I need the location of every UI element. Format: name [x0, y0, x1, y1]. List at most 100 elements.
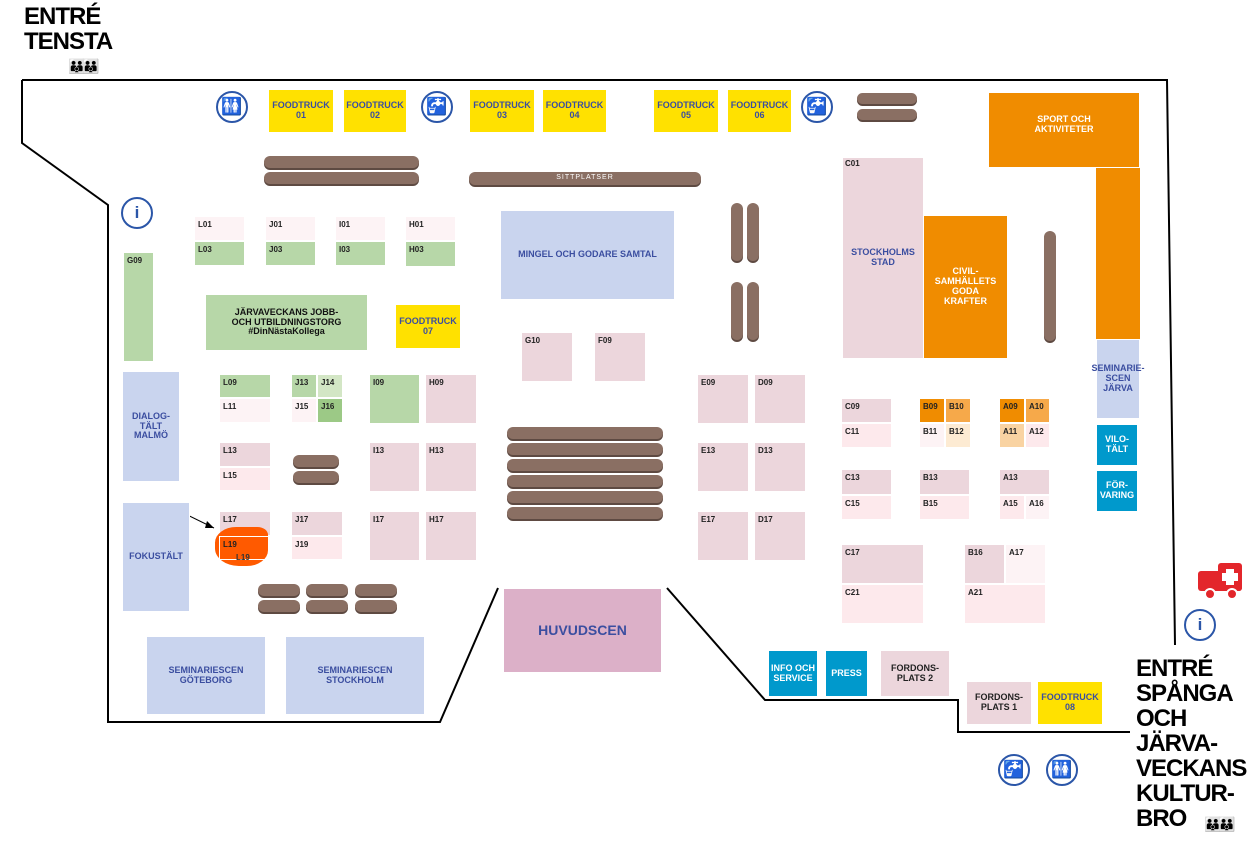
booth-l11[interactable]: L11	[219, 398, 271, 423]
booth-d17[interactable]: D17	[754, 511, 806, 561]
area-civil[interactable]: CIVIL- SAMHÄLLETS GODA KRAFTER	[923, 215, 1008, 359]
bench	[355, 584, 397, 596]
area-forvaring[interactable]: FÖR- VARING	[1096, 470, 1138, 512]
booth-d13[interactable]: D13	[754, 442, 806, 492]
area-jobbtorg[interactable]: JÄRVAVECKANS JOBB- OCH UTBILDNINGSTORG #…	[205, 294, 368, 351]
booth-b12[interactable]: B12	[945, 423, 971, 448]
bench	[507, 459, 663, 471]
booth-c21[interactable]: C21	[841, 584, 924, 624]
area-sport[interactable]: SPORT OCH AKTIVITETER	[988, 92, 1140, 168]
booth-a17[interactable]: A17	[1005, 544, 1046, 584]
bench	[857, 109, 917, 120]
bench	[747, 203, 759, 261]
area-ford1[interactable]: FORDONS- PLATS 1	[966, 681, 1032, 725]
booth-b15[interactable]: B15	[919, 495, 970, 520]
booth-j03[interactable]: J03	[265, 241, 316, 266]
booth-l03[interactable]: L03	[194, 241, 245, 266]
booth-e17[interactable]: E17	[697, 511, 749, 561]
booth-b10[interactable]: B10	[945, 398, 971, 423]
booth-h09[interactable]: H09	[425, 374, 477, 424]
bench	[258, 600, 300, 612]
booth-a13[interactable]: A13	[999, 469, 1050, 495]
bench	[355, 600, 397, 612]
water-tap-icon: 🚰	[998, 754, 1030, 786]
booth-b13[interactable]: B13	[919, 469, 970, 495]
booth-c15[interactable]: C15	[841, 495, 892, 520]
booth-a10[interactable]: A10	[1025, 398, 1050, 423]
booth-b11[interactable]: B11	[919, 423, 945, 448]
booth-c17[interactable]: C17	[841, 544, 924, 584]
booth-i13[interactable]: I13	[369, 442, 420, 492]
area-ford2[interactable]: FORDONS- PLATS 2	[880, 650, 950, 697]
booth-e09[interactable]: E09	[697, 374, 749, 424]
booth-a11[interactable]: A11	[999, 423, 1025, 448]
booth-l19[interactable]: L19	[219, 536, 271, 560]
area-ft07[interactable]: FOODTRUCK 07	[395, 304, 461, 349]
area-info[interactable]: INFO OCH SERVICE	[768, 650, 818, 697]
booth-g10[interactable]: G10	[521, 332, 573, 382]
booth-l09[interactable]: L09	[219, 374, 271, 398]
booth-h17[interactable]: H17	[425, 511, 477, 561]
booth-l15[interactable]: L15	[219, 467, 271, 491]
booth-c01[interactable]: C01	[845, 159, 860, 168]
booth-c11[interactable]: C11	[841, 423, 892, 448]
booth-b09[interactable]: B09	[919, 398, 945, 423]
area-huvudscen[interactable]: HUVUDSCEN	[503, 588, 662, 673]
bench	[264, 156, 419, 168]
booth-a21[interactable]: A21	[964, 584, 1046, 624]
area-ft06[interactable]: FOODTRUCK 06	[727, 89, 792, 133]
booth-i03[interactable]: I03	[335, 241, 386, 266]
area-vilo[interactable]: VILO- TÄLT	[1096, 424, 1138, 466]
booth-j15[interactable]: J15	[291, 398, 317, 423]
bench	[507, 427, 663, 439]
info-icon: i	[121, 197, 153, 229]
area-press[interactable]: PRESS	[825, 650, 868, 697]
booth-l01[interactable]: L01	[194, 216, 245, 241]
booth-l13[interactable]: L13	[219, 442, 271, 467]
booth-i01[interactable]: I01	[335, 216, 386, 241]
booth-f09[interactable]: F09	[594, 332, 646, 382]
bench	[507, 507, 663, 519]
area-fokus[interactable]: FOKUSTÄLT	[122, 502, 190, 612]
area-dialog[interactable]: DIALOG- TÄLT MALMÖ	[122, 371, 180, 482]
booth-j16[interactable]: J16	[317, 398, 343, 423]
entrance-tensta: ENTRÉ TENSTA	[24, 3, 113, 55]
booth-a12[interactable]: A12	[1025, 423, 1050, 448]
restroom-icon: 🚻	[1046, 754, 1078, 786]
bench	[507, 491, 663, 503]
booth-i09[interactable]: I09	[369, 374, 420, 424]
area-ft08[interactable]: FOODTRUCK 08	[1037, 681, 1103, 725]
highlight-booth-label: L19	[236, 553, 250, 562]
bench	[306, 584, 348, 596]
booth-c13[interactable]: C13	[841, 469, 892, 495]
booth-h03[interactable]: H03	[405, 241, 456, 267]
booth-h01[interactable]: H01	[405, 216, 456, 241]
booth-a16[interactable]: A16	[1025, 495, 1050, 520]
booth-j01[interactable]: J01	[265, 216, 316, 241]
booth-e13[interactable]: E13	[697, 442, 749, 492]
area-sem-gbg[interactable]: SEMINARIESCEN GÖTEBORG	[146, 636, 266, 715]
bench	[507, 475, 663, 487]
area-sthlm-stad[interactable]: STOCKHOLMS STAD	[842, 157, 924, 359]
booth-g09[interactable]: G09	[123, 252, 154, 362]
area-mingel[interactable]: MINGEL OCH GODARE SAMTAL	[500, 210, 675, 300]
area-sem-jarva[interactable]: SEMINARIE- SCEN JÄRVA	[1092, 339, 1145, 419]
area-sem-sthlm[interactable]: SEMINARIESCEN STOCKHOLM	[285, 636, 425, 715]
booth-j14[interactable]: J14	[317, 374, 343, 398]
area-ft05[interactable]: FOODTRUCK 05	[653, 89, 719, 133]
booth-j19[interactable]: J19	[291, 536, 343, 560]
area-ft02[interactable]: FOODTRUCK 02	[343, 89, 407, 133]
booth-h13[interactable]: H13	[425, 442, 477, 492]
area-ft01[interactable]: FOODTRUCK 01	[268, 89, 334, 133]
booth-a09[interactable]: A09	[999, 398, 1025, 423]
booth-j13[interactable]: J13	[291, 374, 317, 398]
booth-c09[interactable]: C09	[841, 398, 892, 423]
booth-j17[interactable]: J17	[291, 511, 343, 536]
booth-i17[interactable]: I17	[369, 511, 420, 561]
area-ft03[interactable]: FOODTRUCK 03	[469, 89, 535, 133]
water-tap-icon: 🚰	[801, 91, 833, 123]
booth-d09[interactable]: D09	[754, 374, 806, 424]
booth-b16[interactable]: B16	[964, 544, 1005, 584]
booth-a15[interactable]: A15	[999, 495, 1025, 520]
area-ft04[interactable]: FOODTRUCK 04	[542, 89, 607, 133]
